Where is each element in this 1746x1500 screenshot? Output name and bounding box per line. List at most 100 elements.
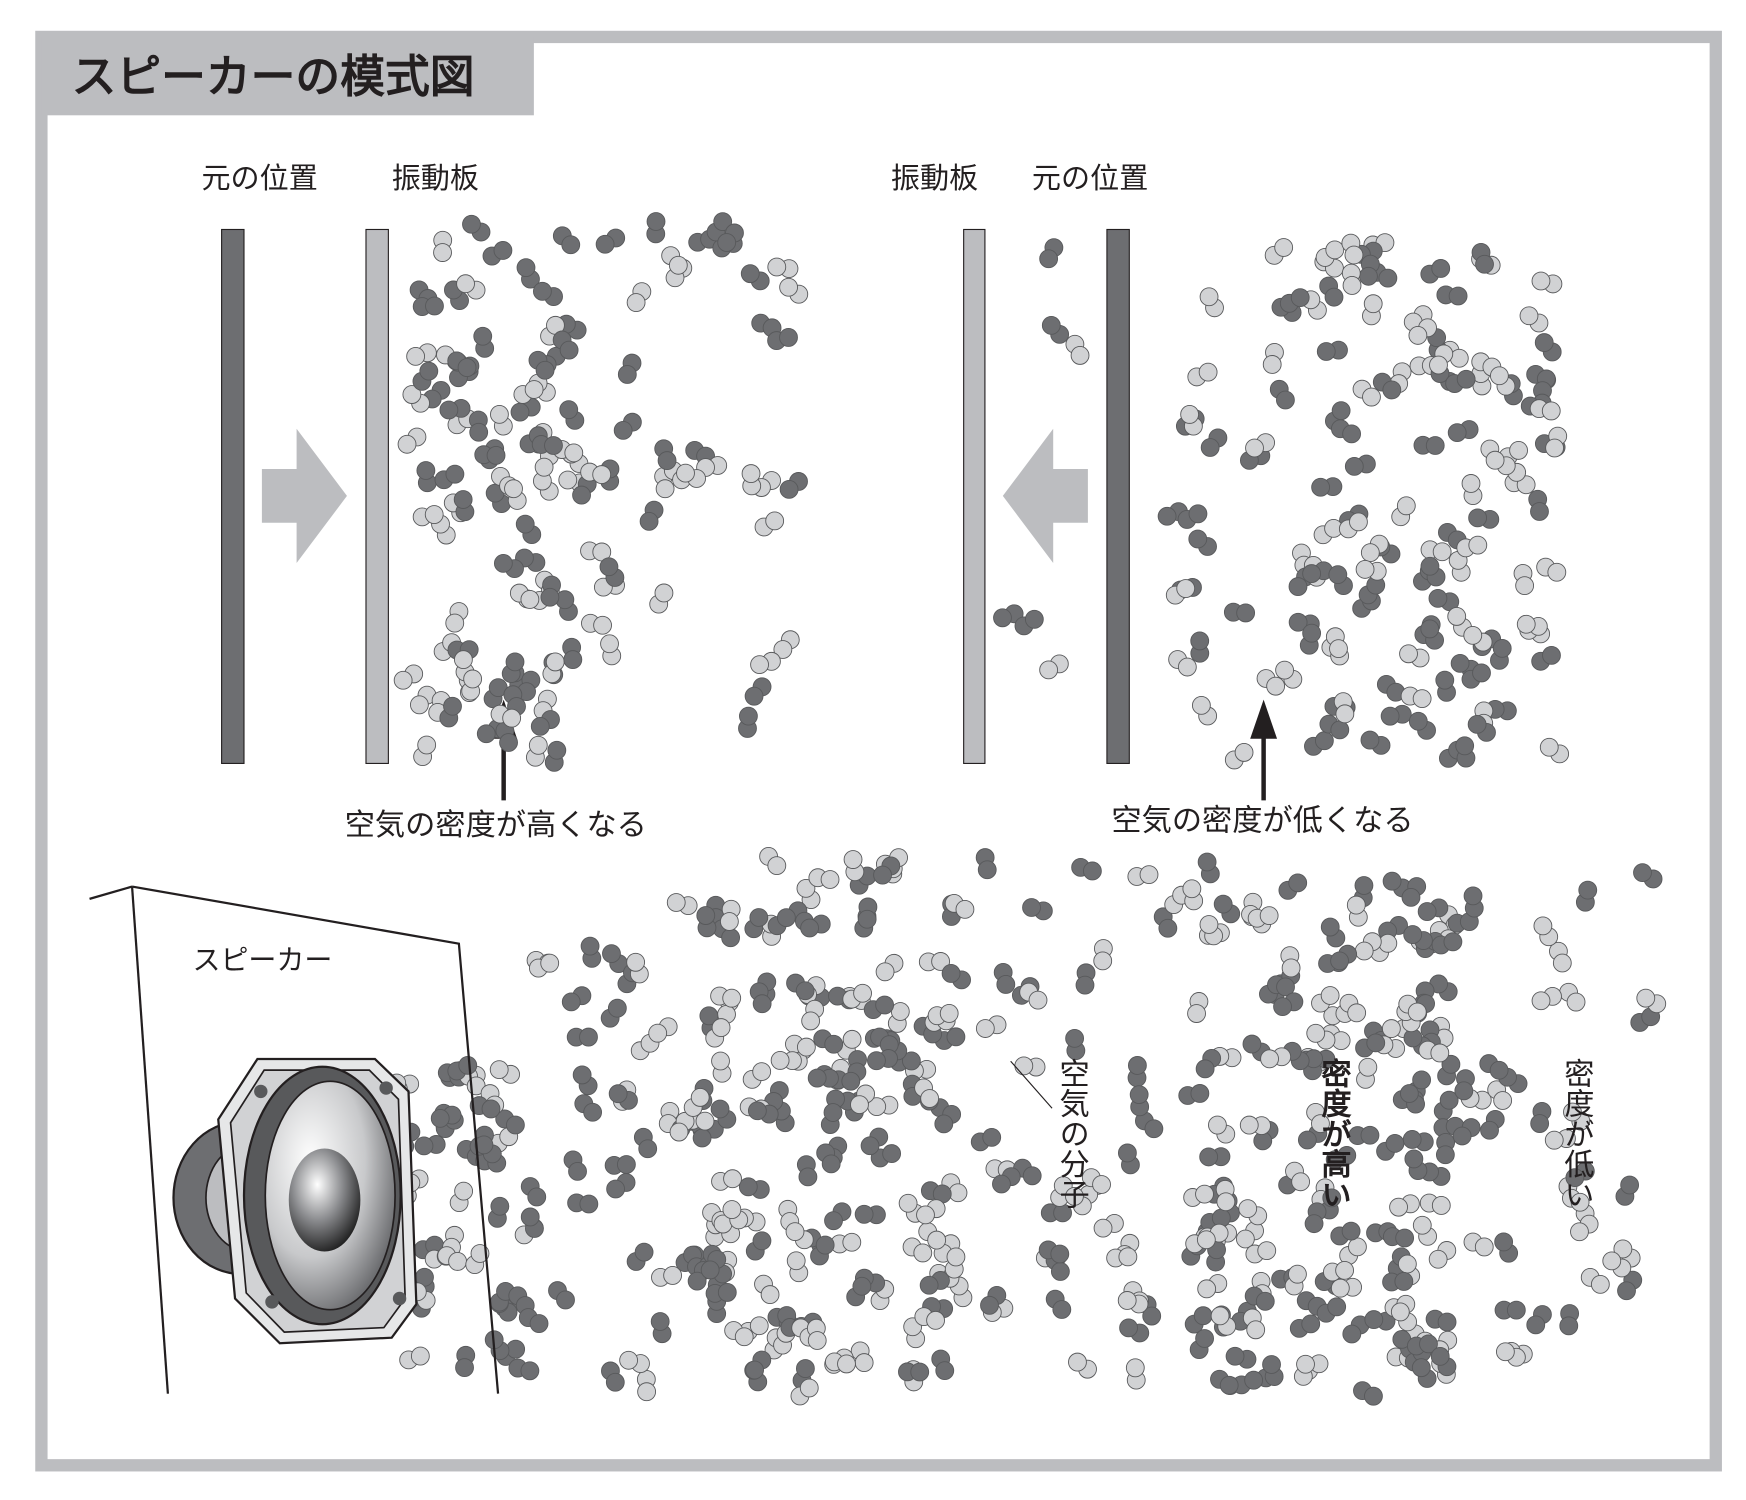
air-molecule: [516, 258, 540, 289]
air-molecule: [1119, 1318, 1150, 1343]
air-molecule: [600, 634, 622, 666]
air-molecule: [1435, 670, 1456, 702]
air-molecule: [944, 1247, 966, 1279]
air-molecule: [483, 678, 508, 709]
air-molecule: [1383, 1227, 1415, 1248]
air-molecule: [1408, 711, 1436, 740]
air-molecule: [1117, 1291, 1149, 1314]
air-molecule: [934, 1104, 962, 1134]
air-molecule: [1180, 405, 1203, 436]
air-molecule: [854, 1204, 886, 1225]
air-molecule: [646, 212, 666, 244]
air-molecule: [1362, 294, 1383, 326]
air-molecule: [1325, 627, 1348, 659]
air-molecule: [1575, 880, 1598, 912]
air-molecule: [406, 343, 437, 366]
air-molecule: [920, 1181, 952, 1204]
air-molecule: [1199, 1147, 1231, 1167]
air-molecule: [602, 944, 629, 974]
air-molecule: [1399, 644, 1430, 668]
air-molecule: [1419, 1193, 1451, 1215]
air-molecule: [1390, 1302, 1418, 1332]
diaphragm-plate: [365, 228, 389, 764]
air-molecule: [1304, 731, 1334, 756]
air-molecule: [548, 1281, 575, 1310]
air-molecule: [520, 1207, 544, 1238]
air-molecule: [518, 1308, 549, 1333]
air-molecule: [520, 1177, 547, 1207]
air-molecule: [790, 1378, 819, 1406]
air-molecule: [1178, 1084, 1210, 1105]
air-molecule: [1199, 287, 1224, 318]
air-molecule: [1563, 1102, 1591, 1131]
diaphragm-plate: [963, 228, 986, 764]
air-molecule: [1463, 625, 1493, 652]
air-molecule: [1075, 963, 1096, 995]
air-molecule: [1454, 1069, 1475, 1101]
air-molecule: [1346, 895, 1368, 927]
air-molecule: [608, 1084, 638, 1110]
air-molecule: [975, 1015, 1007, 1038]
air-molecule: [1262, 1355, 1284, 1386]
air-molecule: [574, 1094, 603, 1122]
air-molecule: [1125, 1358, 1146, 1390]
air-molecule: [1293, 1354, 1315, 1386]
air-molecule: [530, 710, 560, 736]
air-molecule: [474, 1135, 502, 1164]
air-molecule: [806, 1318, 827, 1350]
air-molecule: [1534, 333, 1562, 362]
air-molecule: [1190, 631, 1210, 663]
air-molecule: [1580, 1267, 1610, 1294]
air-molecule: [1304, 1202, 1327, 1234]
air-molecule: [902, 1237, 933, 1263]
air-molecule: [455, 1345, 476, 1377]
air-molecule: [1278, 873, 1308, 900]
air-molecule: [528, 350, 555, 380]
air-molecule: [474, 445, 506, 465]
air-molecule: [1127, 1056, 1147, 1088]
air-molecule: [1471, 243, 1494, 274]
air-molecule: [1489, 366, 1516, 396]
air-molecule: [1531, 271, 1563, 294]
air-molecule: [490, 404, 513, 436]
air-molecule: [513, 380, 544, 404]
air-molecule: [980, 1286, 1007, 1315]
air-molecule: [1320, 917, 1346, 948]
air-molecule: [651, 1266, 683, 1287]
air-molecule: [633, 1127, 658, 1159]
air-molecule: [1358, 575, 1386, 605]
air-molecule: [1071, 857, 1102, 881]
air-molecule: [717, 223, 744, 252]
air-molecule: [887, 1002, 910, 1033]
air-molecule: [456, 274, 486, 300]
air-molecule: [473, 326, 495, 358]
air-molecule: [870, 1027, 899, 1055]
air-molecule: [1376, 674, 1406, 702]
air-molecule: [1428, 588, 1460, 612]
air-molecule: [1065, 1028, 1086, 1061]
air-molecule: [808, 868, 840, 889]
air-molecule: [1039, 238, 1064, 269]
air-molecule: [626, 282, 652, 312]
air-molecule: [1401, 877, 1427, 907]
air-molecule: [1615, 1175, 1640, 1206]
air-molecule: [1344, 454, 1376, 476]
air-molecule: [1348, 1125, 1380, 1145]
air-molecule: [613, 412, 642, 440]
air-molecule: [740, 264, 770, 291]
air-molecule: [1418, 1040, 1450, 1063]
air-molecule: [580, 936, 602, 968]
air-molecule: [1364, 1310, 1396, 1331]
air-molecule: [992, 1167, 1021, 1194]
air-molecule: [1333, 692, 1355, 724]
air-molecule: [1183, 1184, 1214, 1207]
air-molecule: [773, 630, 800, 659]
air-molecule: [501, 652, 525, 684]
air-molecule: [1245, 1241, 1277, 1264]
air-molecule: [1318, 951, 1349, 973]
air-molecule: [813, 1029, 844, 1054]
air-molecule: [767, 908, 796, 936]
air-molecule: [1463, 1232, 1494, 1257]
rarefaction-panel: 振動板 元の位置 空気の密度が低くなる: [891, 161, 1414, 839]
air-molecule: [1235, 1221, 1264, 1249]
